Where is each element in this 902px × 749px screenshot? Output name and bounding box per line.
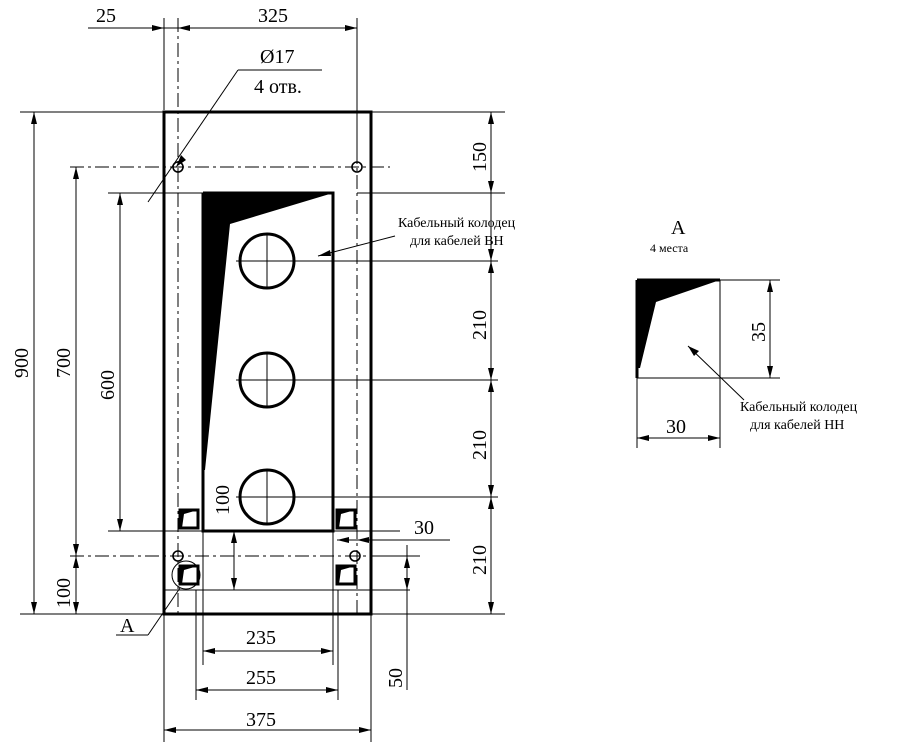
dim-100-left: 100 <box>53 578 75 608</box>
fixing-hole-bl <box>172 550 184 562</box>
detail-view-a: А 4 места 35 30 Кабельный колодец для ка… <box>635 217 858 448</box>
detail-subtitle: 4 места <box>650 241 689 255</box>
view-a-marker: А <box>120 615 135 637</box>
hv-well-fillet <box>203 193 333 470</box>
fixing-hole-br <box>349 550 361 562</box>
dim-100-inner: 100 <box>212 485 234 515</box>
dim-top-right: 325 <box>258 5 288 27</box>
dim-235: 235 <box>246 627 276 649</box>
hv-well-label-line1: Кабельный колодец <box>398 216 516 231</box>
lv-well-label-line1: Кабельный колодец <box>740 400 858 415</box>
dim-top-left: 25 <box>96 5 116 27</box>
detail-title: А <box>671 217 686 239</box>
fixing-hole-tr <box>351 161 363 173</box>
fixing-hole-tl <box>172 161 184 173</box>
base-plate-outline <box>162 110 373 616</box>
hole-count-label: 4 отв. <box>254 76 302 98</box>
detail-dim-30: 30 <box>666 416 686 438</box>
dim-255: 255 <box>246 667 276 689</box>
dim-210-c: 210 <box>469 545 491 575</box>
detail-fillet <box>637 280 720 368</box>
detail-dim-35: 35 <box>748 322 770 342</box>
dim-30: 30 <box>414 517 434 539</box>
hv-well-label-line2: для кабелей ВН <box>410 234 504 249</box>
dim-375: 375 <box>246 709 276 731</box>
dim-900: 900 <box>11 348 33 378</box>
dim-210-b: 210 <box>469 430 491 460</box>
dim-700: 700 <box>53 348 75 378</box>
hole-diameter-label: Ø17 <box>260 46 294 68</box>
dim-150: 150 <box>469 142 491 172</box>
lv-well-marks <box>171 508 357 590</box>
dim-600: 600 <box>97 370 119 400</box>
dim-50: 50 <box>385 668 407 688</box>
lv-well-label-line2: для кабелей НН <box>750 418 844 433</box>
dim-210-a: 210 <box>469 310 491 340</box>
